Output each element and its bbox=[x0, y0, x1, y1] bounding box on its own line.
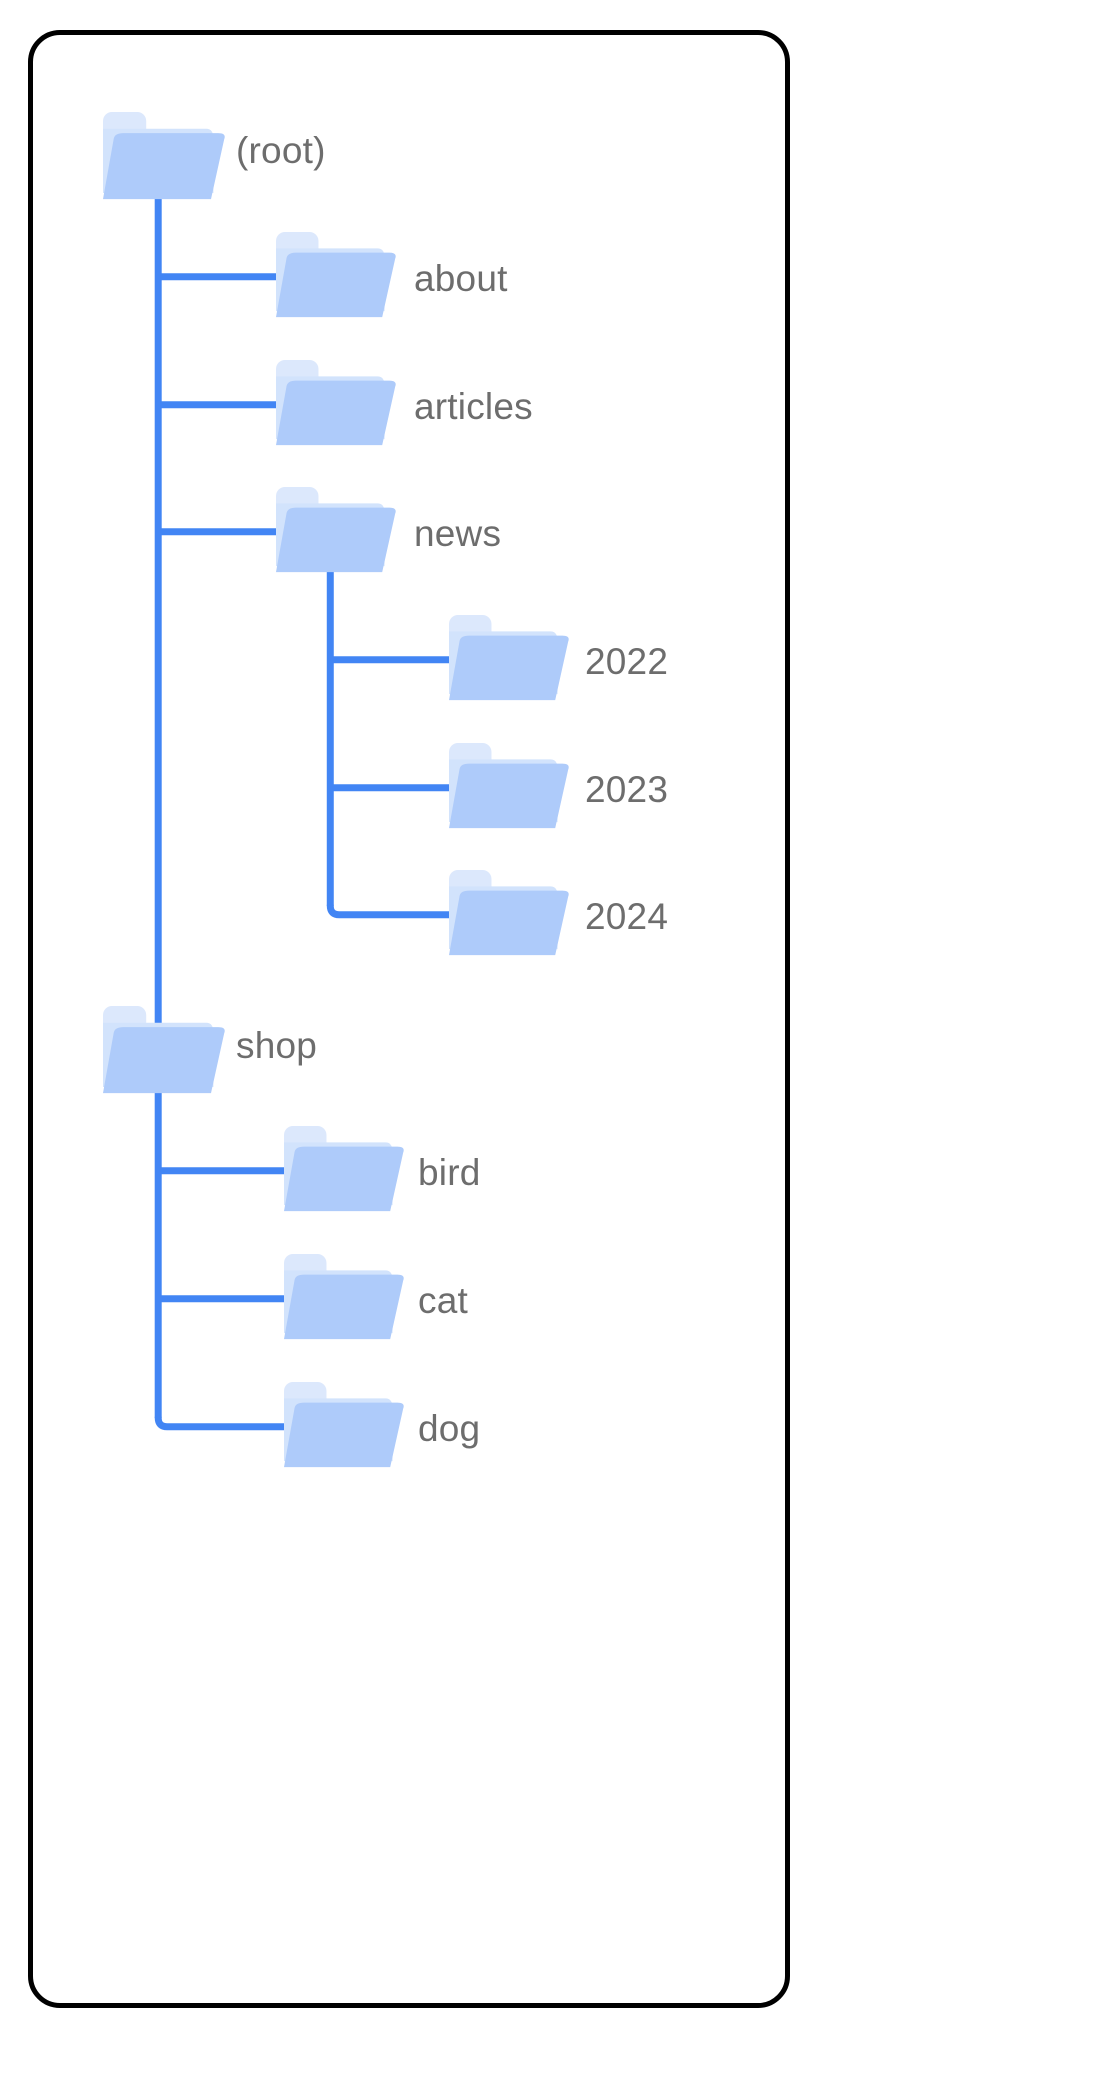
tree-node-2024[interactable] bbox=[449, 870, 569, 956]
folder-icon bbox=[276, 487, 396, 573]
tree-node-about[interactable] bbox=[276, 232, 396, 318]
tree-node-label-bird: bird bbox=[418, 1152, 481, 1193]
folder-icon bbox=[276, 360, 396, 446]
tree-node-label-2024: 2024 bbox=[585, 896, 669, 937]
tree-node-news[interactable] bbox=[276, 487, 396, 573]
tree-node-label-2023: 2023 bbox=[585, 769, 669, 810]
folder-icon bbox=[276, 232, 396, 318]
tree-node-2023[interactable] bbox=[449, 743, 569, 829]
folder-icon bbox=[284, 1254, 404, 1340]
folder-icon bbox=[103, 1006, 225, 1094]
folder-icon bbox=[449, 615, 569, 701]
tree-node-dog[interactable] bbox=[284, 1382, 404, 1468]
tree-node-label-news: news bbox=[414, 513, 502, 554]
tree-node-label-articles: articles bbox=[414, 386, 533, 427]
tree-node-articles[interactable] bbox=[276, 360, 396, 446]
folder-icon bbox=[449, 743, 569, 829]
tree-node-label-about: about bbox=[414, 258, 508, 299]
tree-node-cat[interactable] bbox=[284, 1254, 404, 1340]
tree-node-label-cat: cat bbox=[418, 1280, 468, 1321]
folder-icon bbox=[284, 1126, 404, 1212]
tree-node-label-shop: shop bbox=[236, 1025, 318, 1066]
tree-node-shop[interactable] bbox=[103, 1006, 225, 1094]
tree-node-label-2022: 2022 bbox=[585, 641, 669, 682]
tree-node-bird[interactable] bbox=[284, 1126, 404, 1212]
tree-node-root[interactable] bbox=[103, 112, 225, 200]
tree-node-label-root: (root) bbox=[236, 130, 326, 171]
folder-icon bbox=[284, 1382, 404, 1468]
folder-icon bbox=[449, 870, 569, 956]
folder-icon bbox=[103, 112, 225, 200]
tree-node-label-dog: dog bbox=[418, 1408, 481, 1449]
tree-node-2022[interactable] bbox=[449, 615, 569, 701]
